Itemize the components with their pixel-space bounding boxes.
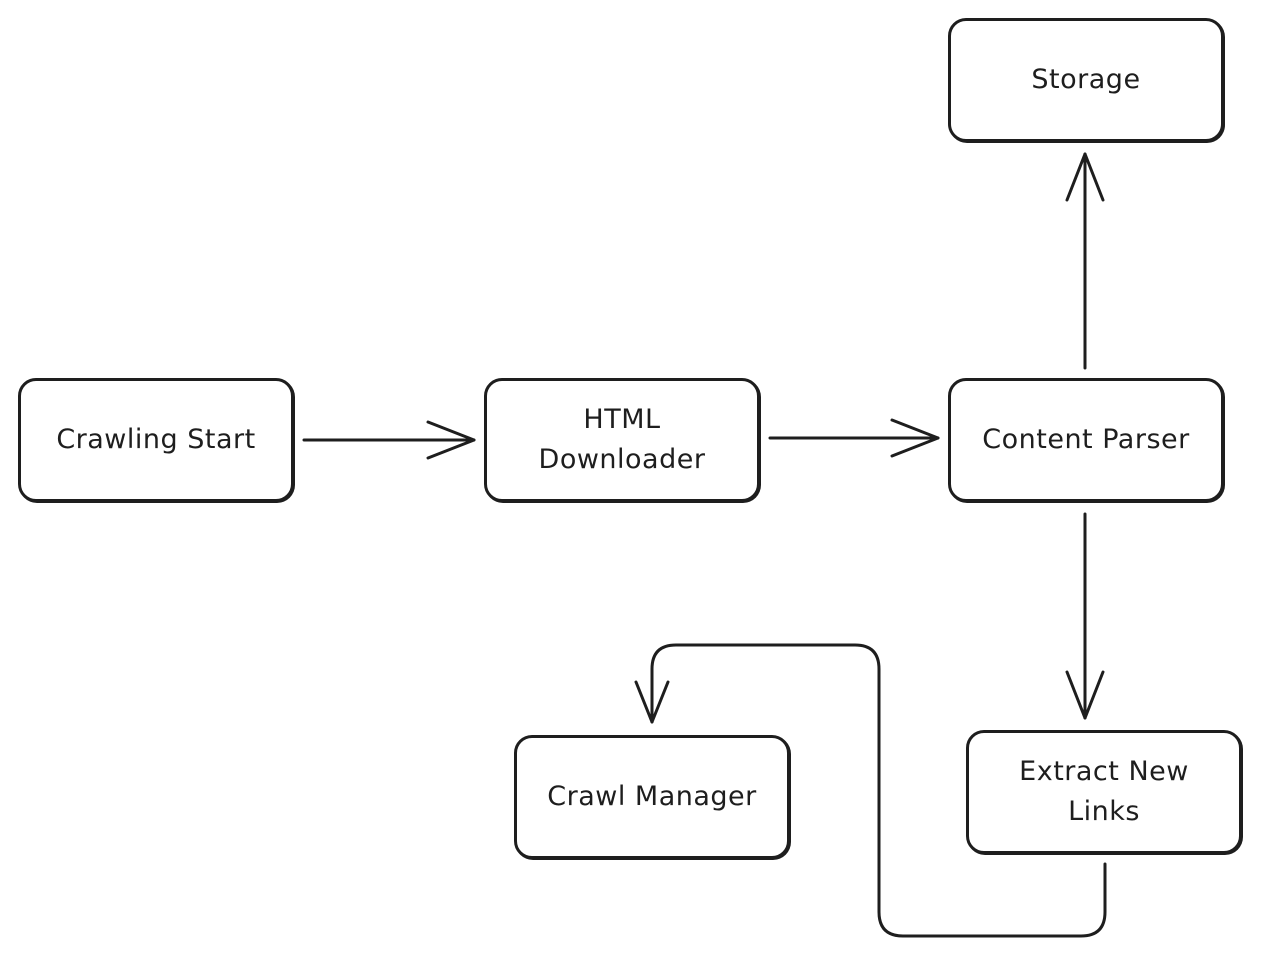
edge-content-parser-to-extract-links [1065,512,1105,720]
crawl-manager-label: Crawl Manager [547,781,757,812]
html-downloader-label: HTML Downloader [538,404,706,475]
crawl-manager-node: Crawl Manager [514,735,790,859]
crawling-start-node: Crawling Start [18,378,294,502]
edge-crawling-start-to-html-downloader [302,420,476,460]
content-parser-node: Content Parser [948,378,1224,502]
storage-node: Storage [948,18,1224,142]
storage-label: Storage [1031,64,1141,95]
edge-html-downloader-to-content-parser [768,418,940,458]
extract-new-links-label: Extract New Links [1019,756,1189,827]
crawling-start-label: Crawling Start [56,424,256,455]
edge-content-parser-to-storage [1065,152,1105,370]
html-downloader-node: HTML Downloader [484,378,760,502]
extract-new-links-node: Extract New Links [966,730,1242,854]
edge-extract-links-to-crawl-manager [634,643,1107,938]
content-parser-label: Content Parser [982,424,1190,455]
